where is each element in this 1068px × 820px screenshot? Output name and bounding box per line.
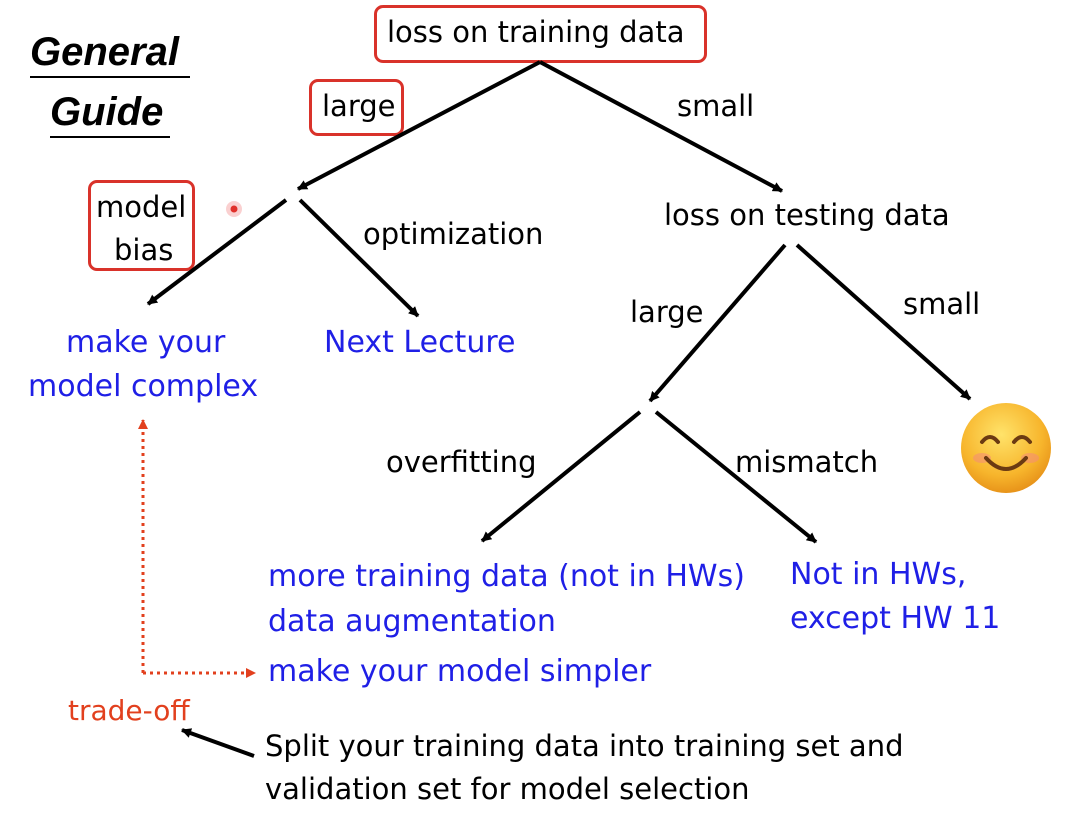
test-loss-label: loss on testing data [664,198,950,232]
next-lecture-label: Next Lecture [324,325,516,360]
split-note-line-1: Split your training data into training s… [265,729,904,763]
edge-label-test-small: small [903,287,981,321]
overfitting-label: overfitting [386,445,537,479]
title-underline-2 [50,136,170,138]
edge-label-train-small: small [677,89,755,123]
edge-root-to-small [539,60,783,193]
model-bias-label-2: bias [114,233,174,267]
title-general: General [30,30,179,74]
edge-test-large-to-mismatch [654,410,818,544]
edge-label-train-large: large [322,89,396,123]
model-bias-label-1: model [96,190,187,224]
laser-pointer-dot-icon [226,201,242,217]
mismatch-fix-label-2: except HW 11 [790,601,1001,636]
split-pointer-arrow [181,728,255,758]
overfit-fix-simpler-model: make your model simpler [268,654,652,689]
smiling-face-emoji-icon [961,403,1051,493]
overfit-fix-more-data: more training data (not in HWs) [268,559,745,594]
model-bias-highlight-box [88,180,195,271]
title-guide: Guide [50,90,164,134]
large-highlight-box [309,79,404,136]
split-note-line-2: validation set for model selection [265,772,750,806]
edge-root-to-large [297,60,541,191]
edge-test-to-small [795,243,972,401]
root-node-label: loss on training data [387,15,685,49]
edge-label-test-large: large [630,295,704,329]
edge-test-large-to-overfitting [480,410,642,543]
edge-test-to-large [648,243,787,403]
mismatch-fix-label-1: Not in HWs, [790,557,967,592]
optimization-label: optimization [363,217,544,251]
mismatch-label: mismatch [735,445,879,479]
edge-large-to-model-bias [146,198,288,306]
edge-large-to-optimization [298,198,420,318]
tradeoff-label: trade-off [68,694,190,727]
make-complex-label-1: make your [66,325,226,360]
overfit-fix-augmentation: data augmentation [268,604,556,639]
title-underline-1 [30,76,190,78]
make-complex-label-2: model complex [28,369,259,404]
